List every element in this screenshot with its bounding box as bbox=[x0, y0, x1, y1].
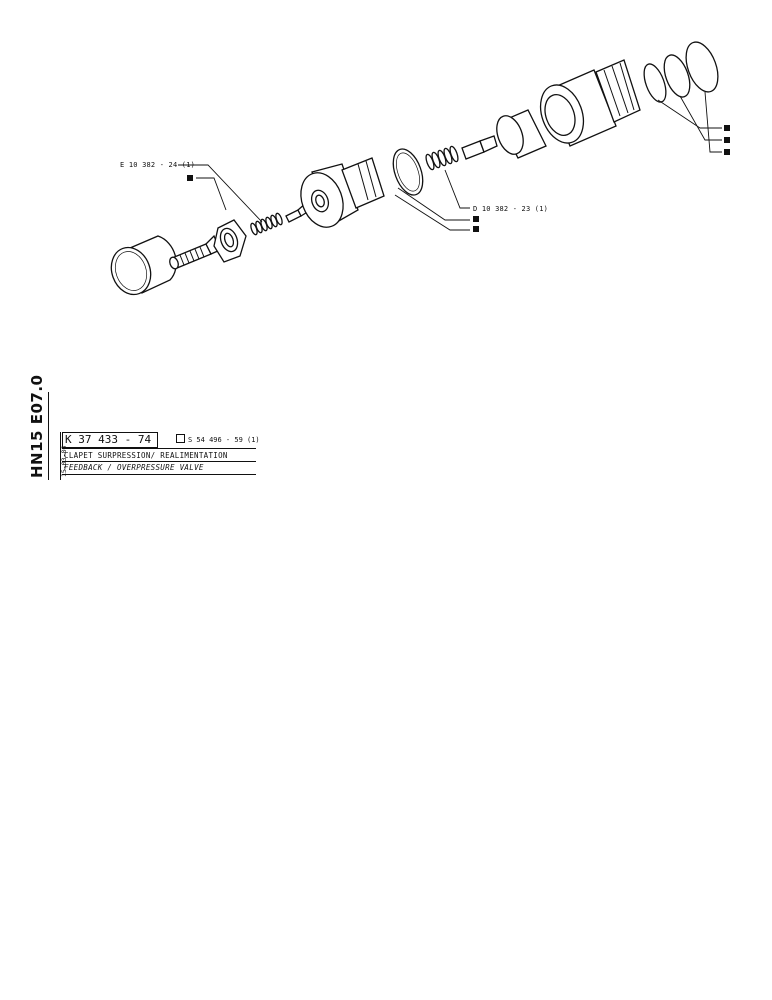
ring-right-3-part bbox=[685, 41, 719, 93]
title-block-code-column: HN15 E07.0 bbox=[26, 375, 49, 480]
ring-right-2-part bbox=[663, 54, 691, 98]
leader-line-middle-2 bbox=[394, 194, 470, 231]
leader-line-e bbox=[178, 164, 263, 223]
callout-square-middle-1 bbox=[473, 216, 479, 222]
s-reference: S 54 496 - 59 (1) bbox=[176, 434, 260, 446]
drawing-code: HN15 E07.0 bbox=[28, 374, 46, 478]
assembly-reference: K 37 433 - 74 bbox=[62, 432, 159, 448]
o-ring-middle-part bbox=[392, 148, 424, 196]
callout-square-right-1 bbox=[724, 125, 730, 131]
leader-line-square-left bbox=[196, 177, 227, 211]
lock-nut-part bbox=[213, 219, 247, 263]
title-divider-middle bbox=[62, 461, 256, 462]
leader-line-right-3 bbox=[704, 91, 722, 153]
title-english: FEEDBACK / OVERPRESSURE VALVE bbox=[64, 463, 204, 472]
title-block: HN15 E07.0 15-03-86 K 37 433 - 74 S 54 4… bbox=[26, 375, 260, 480]
callout-part-d: D 10 382 - 23 (1) bbox=[473, 205, 548, 213]
poppet-part bbox=[461, 135, 498, 160]
callout-square-right-2 bbox=[724, 137, 730, 143]
adjusting-screw-part bbox=[169, 234, 221, 270]
title-french: CLAPET SURPRESSION/ REALIMENTATION bbox=[64, 451, 228, 460]
medium-spring-part bbox=[425, 145, 459, 171]
title-divider-top bbox=[62, 448, 256, 449]
cap-part bbox=[110, 235, 177, 296]
main-valve-body-part bbox=[539, 59, 641, 147]
s-reference-label: S 54 496 - 59 (1) bbox=[188, 436, 260, 444]
callout-part-e: E 10 382 - 24 (1) bbox=[120, 161, 195, 169]
callout-square-left bbox=[187, 175, 193, 181]
exploded-valve-drawing: E 10 382 - 24 (1) D 10 382 - 23 (1) bbox=[110, 41, 730, 296]
ring-right-1-part bbox=[643, 63, 667, 103]
title-divider-bottom bbox=[62, 474, 256, 475]
title-block-date-column bbox=[50, 432, 61, 480]
leader-line-d bbox=[444, 169, 470, 209]
valve-seat-body-part bbox=[300, 157, 385, 228]
small-spring-part bbox=[250, 212, 283, 236]
callout-square-middle-2 bbox=[473, 226, 479, 232]
sleeve-part bbox=[496, 109, 547, 159]
leader-line-right-2 bbox=[679, 95, 722, 141]
leader-line-middle-1 bbox=[397, 187, 470, 221]
callout-square-right-3 bbox=[724, 149, 730, 155]
leader-line-right-1 bbox=[657, 99, 722, 129]
checkbox-square-icon bbox=[176, 434, 185, 443]
